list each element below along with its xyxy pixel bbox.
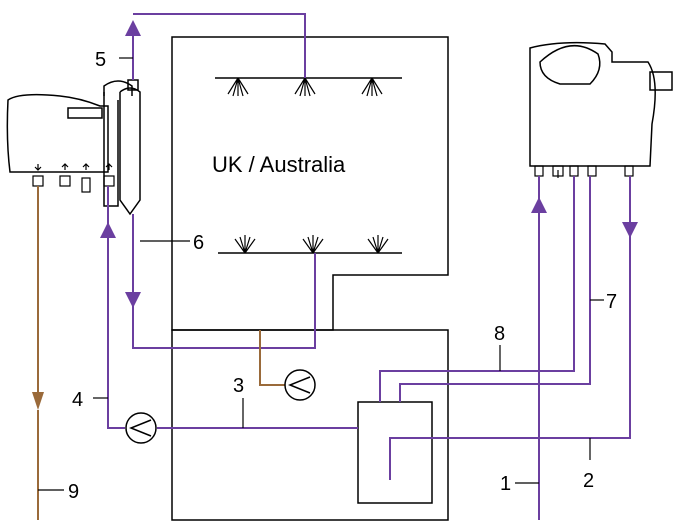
purple-pipes xyxy=(100,13,638,520)
building-outline xyxy=(171,36,449,521)
label-leaders xyxy=(38,57,604,491)
labels: 5 6 4 3 8 7 1 2 9 xyxy=(68,49,617,503)
label-4: 4 xyxy=(72,389,83,411)
right-unit xyxy=(529,41,673,178)
left-unit xyxy=(6,79,141,216)
pump-2 xyxy=(284,369,316,401)
label-2: 2 xyxy=(583,470,594,492)
label-6: 6 xyxy=(193,232,204,254)
upper-emitter-row xyxy=(215,77,402,97)
inner-tank xyxy=(357,401,433,504)
lower-emitter-row xyxy=(218,235,402,254)
brown-pipes xyxy=(32,186,285,520)
label-1: 1 xyxy=(500,473,511,495)
pump-1 xyxy=(125,412,157,444)
label-7: 7 xyxy=(606,291,617,313)
label-8: 8 xyxy=(494,323,505,345)
label-3: 3 xyxy=(233,375,244,397)
label-5: 5 xyxy=(95,49,106,71)
diagram-title: UK / Australia xyxy=(212,152,346,177)
label-9: 9 xyxy=(68,481,79,503)
